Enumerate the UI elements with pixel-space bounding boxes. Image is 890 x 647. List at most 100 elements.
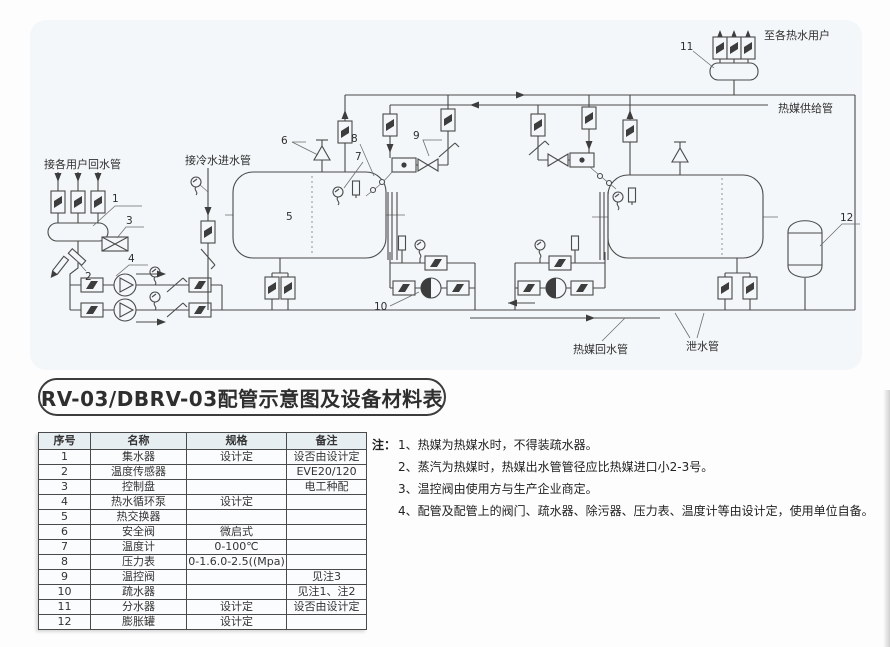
table-cell bbox=[186, 569, 287, 585]
table-cell: 疏水器 bbox=[90, 584, 187, 600]
callout-12: 12 bbox=[840, 212, 853, 224]
table-cell bbox=[286, 509, 367, 525]
outlet-riser-1 bbox=[337, 95, 353, 172]
pressure-gauge-icon bbox=[149, 291, 161, 311]
pressure-gauge-icon bbox=[570, 235, 580, 254]
table-cell: 7 bbox=[38, 539, 91, 555]
valve-icon bbox=[50, 190, 66, 214]
table-cell: 微启式 bbox=[186, 524, 287, 540]
page-title: RV-03/DBRV-03配管示意图及设备材料表 bbox=[38, 378, 446, 416]
table-cell: 电工种配 bbox=[286, 479, 367, 495]
table-cell bbox=[286, 524, 367, 540]
temperature-sensor-icon bbox=[67, 247, 87, 267]
valve-icon bbox=[530, 113, 546, 137]
table-cell: 9 bbox=[38, 569, 91, 585]
scan-edge-shadow bbox=[883, 390, 890, 647]
callout-11: 11 bbox=[680, 41, 693, 53]
note-line: 注：2、蒸汽为热媒时，热媒出水管管径应比热媒进口小2-3号。 bbox=[372, 456, 882, 478]
table-cell: 8 bbox=[38, 554, 91, 570]
table-header-cell: 规格 bbox=[186, 432, 287, 450]
label-drain-pipe: 泄水管 bbox=[686, 339, 719, 353]
table-header-row: 序号名称规格备注 bbox=[38, 432, 367, 450]
table-cell: 设计定 bbox=[186, 449, 287, 465]
notes-block: 注：1、热媒为热媒水时，不得装疏水器。注：2、蒸汽为热媒时，热媒出水管管径应比热… bbox=[372, 434, 882, 522]
flow-arrows-left bbox=[136, 270, 166, 326]
callout-6: 6 bbox=[281, 135, 288, 147]
heat-exchanger-2 bbox=[592, 174, 778, 260]
pump-icon bbox=[113, 298, 137, 322]
table-cell: 0-1.6.0-2.5((Mpa) bbox=[186, 554, 287, 570]
table-cell: 12 bbox=[38, 614, 91, 630]
callout-5: 5 bbox=[286, 211, 293, 223]
piping-diagram-panel: 至各热水用户 热媒供给管 bbox=[30, 20, 862, 370]
table-cell: 热交换器 bbox=[90, 509, 187, 525]
outlet-riser-2 bbox=[622, 95, 638, 175]
table-cell: 2 bbox=[38, 464, 91, 480]
valve-icon bbox=[622, 119, 638, 143]
water-distributor bbox=[709, 30, 759, 95]
sensor-probe-icon bbox=[50, 255, 70, 279]
valve-icon bbox=[712, 36, 728, 60]
table-cell: 控制盘 bbox=[90, 479, 187, 495]
callout-9: 9 bbox=[413, 130, 420, 142]
valve-icon bbox=[717, 276, 733, 300]
control-valve-actuator-icon bbox=[391, 157, 417, 173]
user-return-risers bbox=[50, 172, 106, 223]
valve-icon bbox=[570, 280, 594, 296]
table-cell: 温度传感器 bbox=[90, 464, 187, 480]
table-cell: 分水器 bbox=[90, 599, 187, 615]
thermometer-icon bbox=[534, 239, 546, 259]
label-user-return-pipe: 接各用户回水管 bbox=[44, 157, 121, 171]
label-return-pipe: 热媒回水管 bbox=[573, 342, 628, 356]
table-cell: 设计定 bbox=[186, 614, 287, 630]
heat-exchanger-1 bbox=[225, 171, 405, 260]
steam-trap-icon bbox=[420, 277, 442, 299]
table-cell bbox=[186, 479, 287, 495]
water-collector bbox=[47, 222, 109, 242]
table-cell: 见注1、注2 bbox=[286, 584, 367, 600]
table-cell: 压力表 bbox=[90, 554, 187, 570]
valve-icon bbox=[264, 276, 280, 300]
pressure-gauge-icon bbox=[351, 180, 361, 199]
flow-arrow-right-icon bbox=[586, 314, 595, 322]
table-cell: 设计定 bbox=[186, 494, 287, 510]
pressure-gauge-icon bbox=[190, 176, 202, 196]
note-line: 注：4、配管及配管上的阀门、疏水器、除污器、压力表、温度计等由设计定，使用单位自… bbox=[372, 500, 882, 522]
table-cell bbox=[286, 554, 367, 570]
drain-valves-exchanger-2 bbox=[717, 258, 758, 310]
inlet-assembly-1 bbox=[332, 95, 460, 206]
table-header-cell: 序号 bbox=[38, 432, 91, 450]
valve-icon bbox=[424, 255, 448, 271]
table-cell: 温控阀 bbox=[90, 569, 187, 585]
valve-icon bbox=[548, 255, 572, 271]
valve-icon bbox=[742, 276, 758, 300]
callout-10: 10 bbox=[374, 301, 387, 313]
safety-valve-1 bbox=[313, 139, 331, 172]
inlet-assembly-2 bbox=[528, 95, 637, 211]
table-cell: 10 bbox=[38, 584, 91, 600]
thermometer-icon bbox=[414, 239, 426, 259]
table-cell bbox=[286, 494, 367, 510]
valve-icon bbox=[382, 113, 398, 137]
table-cell: 11 bbox=[38, 599, 91, 615]
table-cell: 温度计 bbox=[90, 539, 187, 555]
globe-valve-icon bbox=[417, 158, 439, 172]
table-cell bbox=[286, 539, 367, 555]
table-cell: 3 bbox=[38, 479, 91, 495]
drain-valves-exchanger-1 bbox=[264, 258, 296, 310]
cold-water-line bbox=[190, 168, 216, 310]
table-cell: 1 bbox=[38, 449, 91, 465]
pump-branch-2 bbox=[80, 291, 212, 322]
callout-2: 2 bbox=[85, 271, 92, 283]
